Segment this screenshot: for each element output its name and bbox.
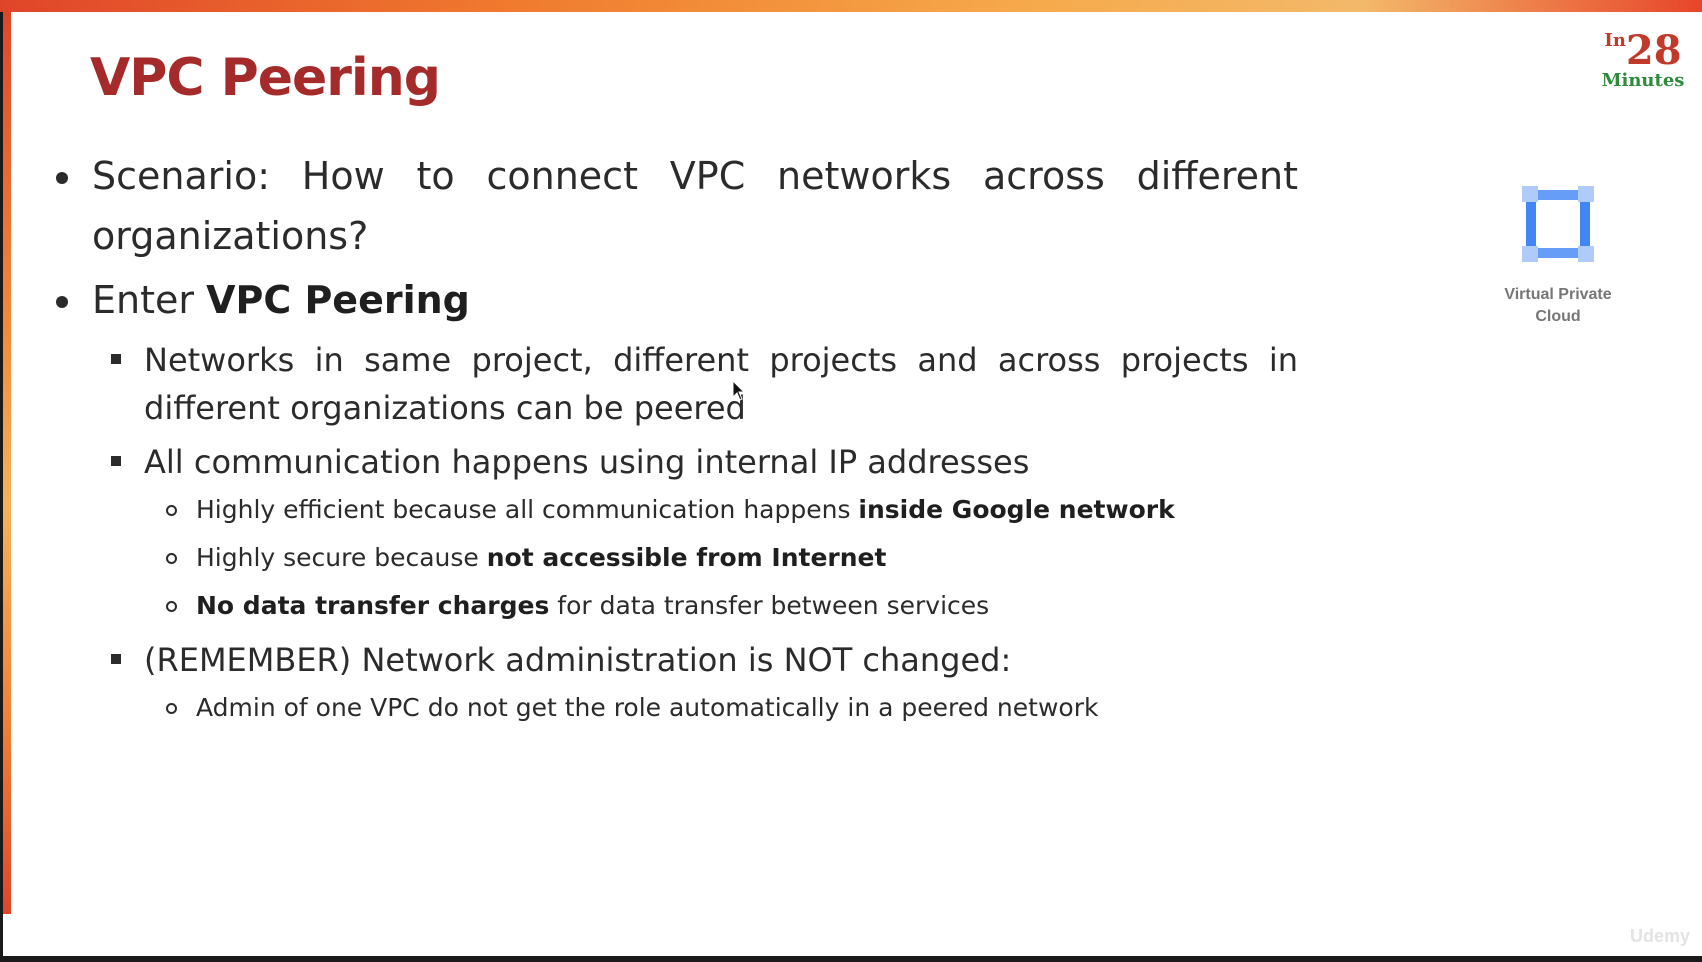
logo-prefix: In <box>1604 30 1626 51</box>
top-accent-bar <box>0 0 1702 12</box>
secure-bold: not accessible from Internet <box>486 543 887 572</box>
virtual-private-cloud-icon <box>1522 186 1594 262</box>
in28minutes-logo: In28 Minutes <box>1598 27 1688 92</box>
bullet-remember: (REMEMBER) Network administration is NOT… <box>111 636 1298 684</box>
slide-title: VPC Peering <box>90 48 441 108</box>
bullet-internal-ip: All communication happens using internal… <box>111 438 1298 486</box>
udemy-watermark: Udemy <box>1630 926 1691 946</box>
secure-prefix: Highly secure because <box>196 543 487 572</box>
charges-bold: No data transfer charges <box>196 591 550 620</box>
vpc-icon-card: Virtual Private Cloud <box>1478 184 1638 328</box>
bullet-efficient: Highly efficient because all communicati… <box>166 486 1298 534</box>
bullet-scenario: Scenario: How to connect VPC networks ac… <box>50 146 1298 266</box>
charges-suffix: for data transfer between services <box>549 591 990 620</box>
logo-number: 28 <box>1625 27 1682 74</box>
bullet-secure: Highly secure because not accessible fro… <box>166 534 1298 582</box>
slide-content: Scenario: How to connect VPC networks ac… <box>50 146 1298 732</box>
bullet-peer-scope: Networks in same project, different proj… <box>111 336 1298 432</box>
left-accent-bar <box>3 6 11 914</box>
logo-word: Minutes <box>1601 70 1685 91</box>
efficient-bold: inside Google network <box>858 495 1175 524</box>
bottom-edge <box>0 956 1702 962</box>
bullet-charges: No data transfer charges for data transf… <box>166 582 1298 630</box>
enter-bold: VPC Peering <box>206 278 470 322</box>
bullet-admin-role: Admin of one VPC do not get the role aut… <box>166 684 1298 732</box>
mouse-pointer-icon <box>732 380 746 401</box>
vpc-icon-caption: Virtual Private Cloud <box>1504 286 1612 325</box>
bullet-enter-vpc-peering: Enter VPC Peering <box>50 270 1298 330</box>
enter-prefix: Enter <box>92 278 207 322</box>
left-edge <box>0 0 3 962</box>
efficient-prefix: Highly efficient because all communicati… <box>196 495 859 524</box>
